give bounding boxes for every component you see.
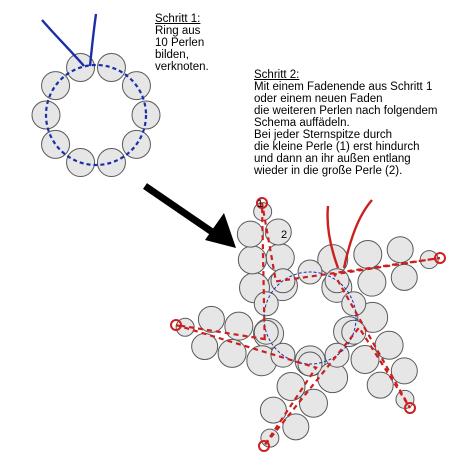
- step2-line: Mit einem Fadenende aus Schritt 1: [254, 81, 433, 93]
- bead: [353, 239, 383, 269]
- step2-line: Schema auffädeln.: [254, 117, 350, 129]
- bead: [96, 52, 126, 82]
- bead: [298, 388, 328, 418]
- center-ring-thread: [263, 271, 357, 365]
- direction-arrow: [143, 183, 236, 248]
- bead: [217, 338, 247, 368]
- tip-loop: [256, 197, 268, 209]
- bead: [341, 319, 367, 345]
- tip-loop: [434, 252, 446, 264]
- step2-line: die kleine Perle (1) erst hindurch: [254, 141, 420, 153]
- tip-loop: [404, 402, 416, 414]
- bead: [236, 220, 264, 248]
- bead: [197, 305, 225, 333]
- step1-line: Ring aus: [155, 25, 201, 37]
- bead: [276, 371, 306, 401]
- bead: [41, 71, 71, 101]
- tip-loop: [258, 440, 270, 452]
- thread-end-right: [88, 13, 98, 67]
- star-thread-path: [175, 202, 441, 447]
- step2-instructions: Schritt 2: Mit einem Fadenende aus Schri…: [254, 69, 437, 177]
- step1-line: bilden,: [155, 49, 189, 61]
- step2-line: und dann an ihr außen entlang: [254, 153, 411, 165]
- bead: [386, 236, 414, 264]
- red-thread-end-right: [342, 199, 373, 269]
- step1-line: 10 Perlen: [155, 37, 205, 49]
- bead: [350, 344, 380, 374]
- bead: [341, 291, 367, 317]
- bead: [390, 357, 418, 385]
- bead: [390, 263, 418, 291]
- bead: [253, 319, 279, 345]
- step1-line: verknoten.: [155, 61, 209, 73]
- bead: [282, 413, 310, 441]
- red-thread-end-left: [326, 205, 340, 269]
- step2-line: Bei jeder Sternspitze durch: [254, 129, 393, 141]
- step2-heading: Schritt 2:: [254, 69, 300, 81]
- bead: [357, 301, 389, 333]
- ring-thread: [44, 63, 148, 167]
- bead: [260, 428, 280, 448]
- step1-heading: Schritt 1:: [155, 13, 201, 25]
- bead: [41, 129, 71, 159]
- bead: [259, 396, 287, 424]
- bead: [366, 371, 394, 399]
- step2-line: oder einem neuen Faden: [254, 93, 383, 105]
- large-bead-label: 2: [281, 229, 287, 241]
- tip-loop: [170, 319, 182, 331]
- bead: [237, 245, 267, 275]
- step2-line: wieder in die große Perle (2).: [254, 165, 403, 177]
- small-bead-label: 1: [257, 198, 263, 210]
- step2-line: die weiteren Perlen nach folgendem: [254, 105, 438, 117]
- bead: [96, 148, 126, 178]
- bead: [224, 311, 254, 341]
- bead: [253, 291, 279, 317]
- step1-instructions: Schritt 1: Ring aus 10 Perlen bilden, ve…: [155, 13, 209, 73]
- bead: [324, 342, 350, 368]
- thread-end-left: [41, 19, 85, 67]
- step2-star-pattern: [170, 197, 446, 452]
- bead: [357, 267, 387, 297]
- step1-bead-ring: [31, 13, 161, 178]
- bead: [264, 218, 292, 246]
